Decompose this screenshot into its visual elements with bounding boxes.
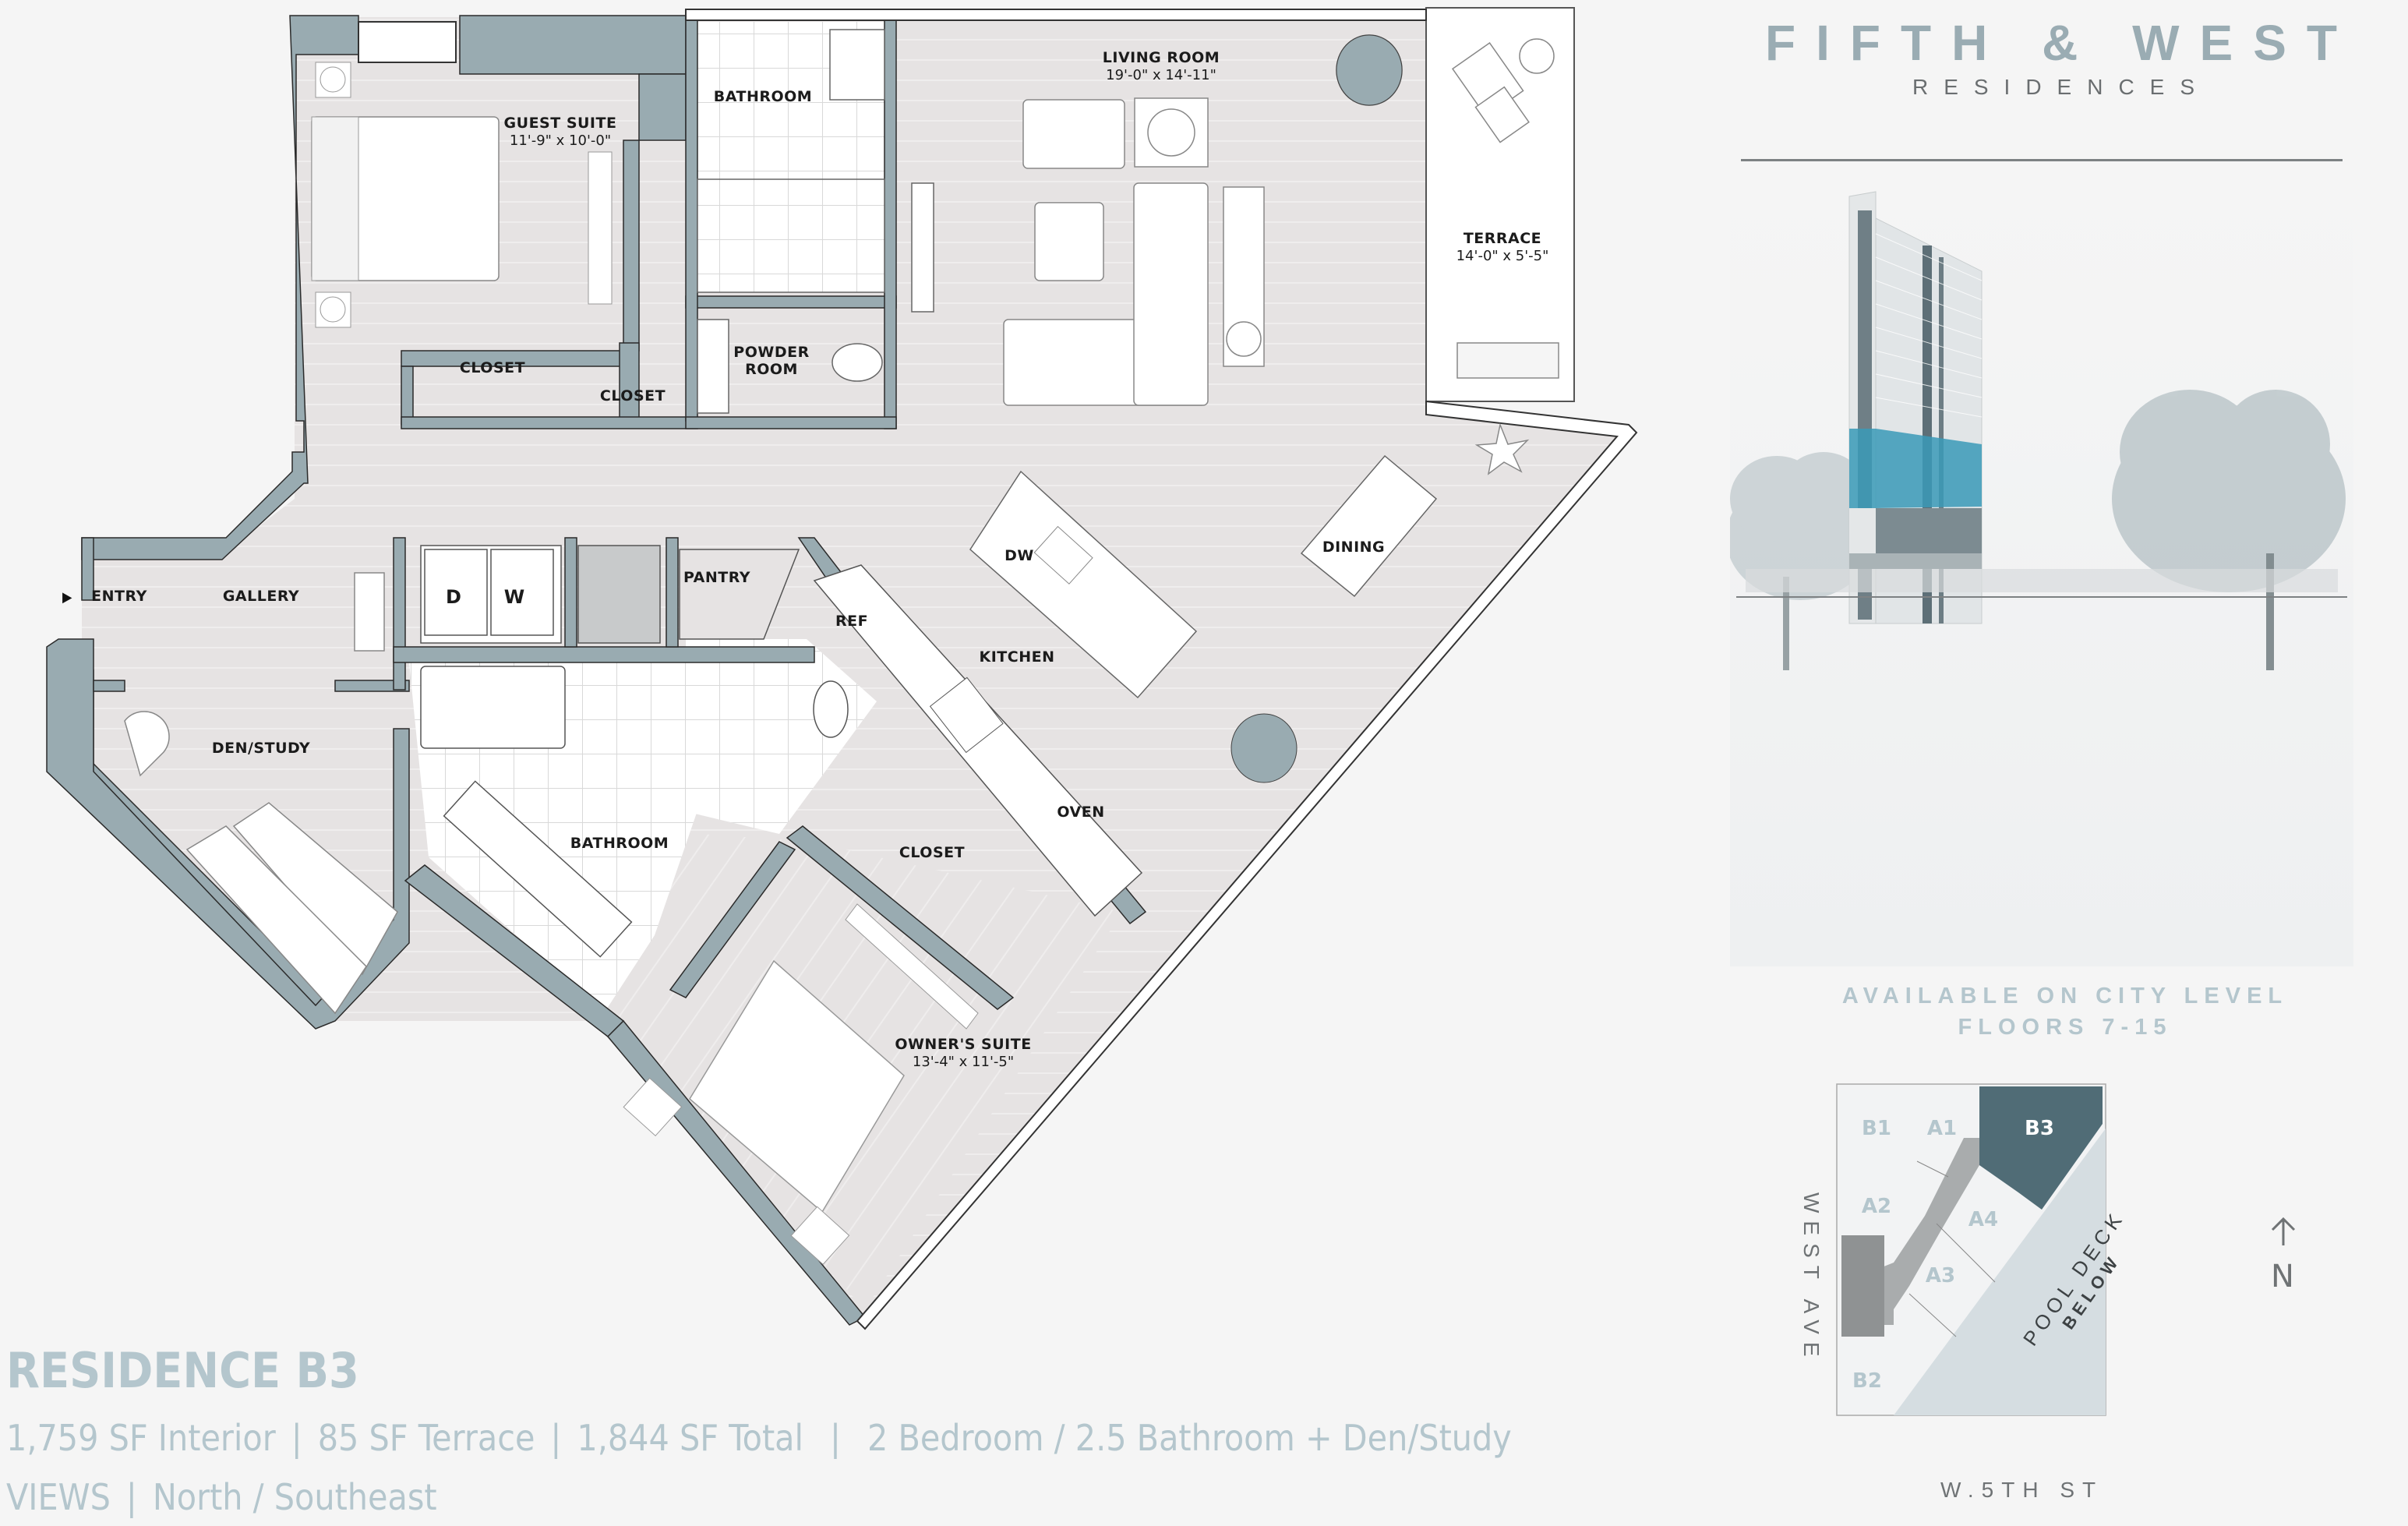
core-corridor: [1841, 1138, 1979, 1337]
keyplan-unit-a1: A1: [1926, 1117, 1958, 1140]
residence-views: VIEWS|North / Southeast: [6, 1476, 437, 1518]
spec-rooms: 2 Bedroom / 2.5 Bathroom + Den/Study: [867, 1417, 1512, 1459]
room-label-kitchen: KITCHEN: [979, 648, 1055, 666]
terrace-furniture: [1451, 38, 1559, 379]
highlighted-floors: [1849, 429, 1982, 508]
room-dims-guest-suite: 11'-9" x 10'-0": [509, 132, 612, 149]
kitchen-island: [969, 470, 1198, 699]
street-west-ave: WEST AVE: [1799, 1192, 1824, 1365]
owners-bed: [623, 903, 979, 1266]
room-label-terrace: TERRACE: [1463, 230, 1542, 247]
views-label: VIEWS: [6, 1476, 111, 1518]
room-label-powder-room: POWDER ROOM: [733, 344, 810, 378]
den-desk: [124, 572, 398, 1015]
keyplan-unit-b1: B1: [1862, 1117, 1891, 1140]
building-rendering: [1730, 187, 2353, 966]
residence-title: RESIDENCE B3: [6, 1342, 359, 1399]
north-arrow-icon: [2271, 1217, 2296, 1245]
room-dims-terrace: 14'-0" x 5'-5": [1456, 248, 1549, 264]
street-w-5th-st: W.5TH ST: [1940, 1478, 2104, 1502]
floor-plan: [46, 7, 1638, 1330]
appliance-dishwasher-label: DW: [1005, 547, 1034, 564]
guest-bath-fixtures: [697, 29, 934, 414]
appliance-washer-label: W: [503, 586, 525, 608]
room-label-gallery: GALLERY: [222, 588, 300, 605]
room-label-owners-suite: OWNER'S SUITE: [895, 1036, 1032, 1053]
residence-specs: 1,759 SF Interior|85 SF Terrace|1,844 SF…: [6, 1417, 1512, 1459]
tree-right: [2112, 390, 2346, 670]
glazing: [358, 9, 1638, 1330]
availability-line1: AVAILABLE ON CITY LEVEL: [1841, 984, 2289, 1009]
keyplan-unit-b3: B3: [2025, 1117, 2054, 1140]
room-label-closet-hall: CLOSET: [599, 387, 666, 404]
header-divider: [1741, 159, 2343, 161]
tree-left: [1730, 452, 1874, 670]
room-label-guest-suite: GUEST SUITE: [503, 115, 617, 132]
keyplan-unit-b2: B2: [1852, 1369, 1882, 1393]
spec-interior: 1,759 SF Interior: [6, 1417, 276, 1459]
north-label: N: [2271, 1259, 2294, 1295]
pool-deck-area: [1894, 1129, 2106, 1415]
brand-subtitle: RESIDENCES: [1912, 75, 2211, 99]
room-label-bathroom-guest: BATHROOM: [713, 88, 813, 105]
room-dims-living-room: 19'-0" x 14'-11": [1106, 67, 1216, 83]
views-value: North / Southeast: [152, 1476, 437, 1518]
availability-line2: FLOORS 7-15: [1958, 1015, 2173, 1040]
entry-arrow-icon: ▶: [62, 589, 72, 606]
room-label-pantry: PANTRY: [683, 569, 751, 586]
room-label-entry: ENTRY: [91, 588, 147, 605]
appliance-refrigerator-label: REF: [835, 613, 869, 630]
spec-total: 1,844 SF Total: [577, 1417, 804, 1459]
owner-bath-fixtures: [420, 666, 849, 958]
column: [1230, 713, 1298, 783]
dining-table: [1300, 454, 1438, 598]
appliance-oven-label: OVEN: [1057, 804, 1105, 821]
room-label-den-study: DEN/STUDY: [211, 740, 311, 757]
room-label-closet-owner: CLOSET: [899, 844, 966, 861]
brand-title: FIFTH & WEST: [1765, 15, 2357, 71]
podium: [1876, 508, 1982, 553]
spec-terrace: 85 SF Terrace: [317, 1417, 535, 1459]
unit-b3-highlight: [1979, 1086, 2103, 1210]
keyplan-unit-a4: A4: [1968, 1208, 1999, 1231]
keyplan-unit-a3: A3: [1925, 1264, 1956, 1288]
keyplan-unit-a2: A2: [1861, 1195, 1892, 1218]
room-label-closet-guest: CLOSET: [459, 359, 526, 376]
room-label-living-room: LIVING ROOM: [1102, 49, 1220, 66]
room-dims-owners-suite: 13'-4" x 11'-5": [912, 1054, 1015, 1070]
key-plan: [1836, 1083, 2106, 1416]
appliance-dryer-label: D: [446, 586, 461, 608]
column: [1336, 34, 1403, 106]
room-label-bathroom-owner: BATHROOM: [570, 835, 669, 852]
laundry: [420, 545, 800, 644]
room-label-dining: DINING: [1322, 539, 1386, 556]
plant-icon: [1474, 422, 1530, 475]
guest-bed: [311, 62, 613, 328]
kitchen-counter: [813, 564, 1143, 917]
